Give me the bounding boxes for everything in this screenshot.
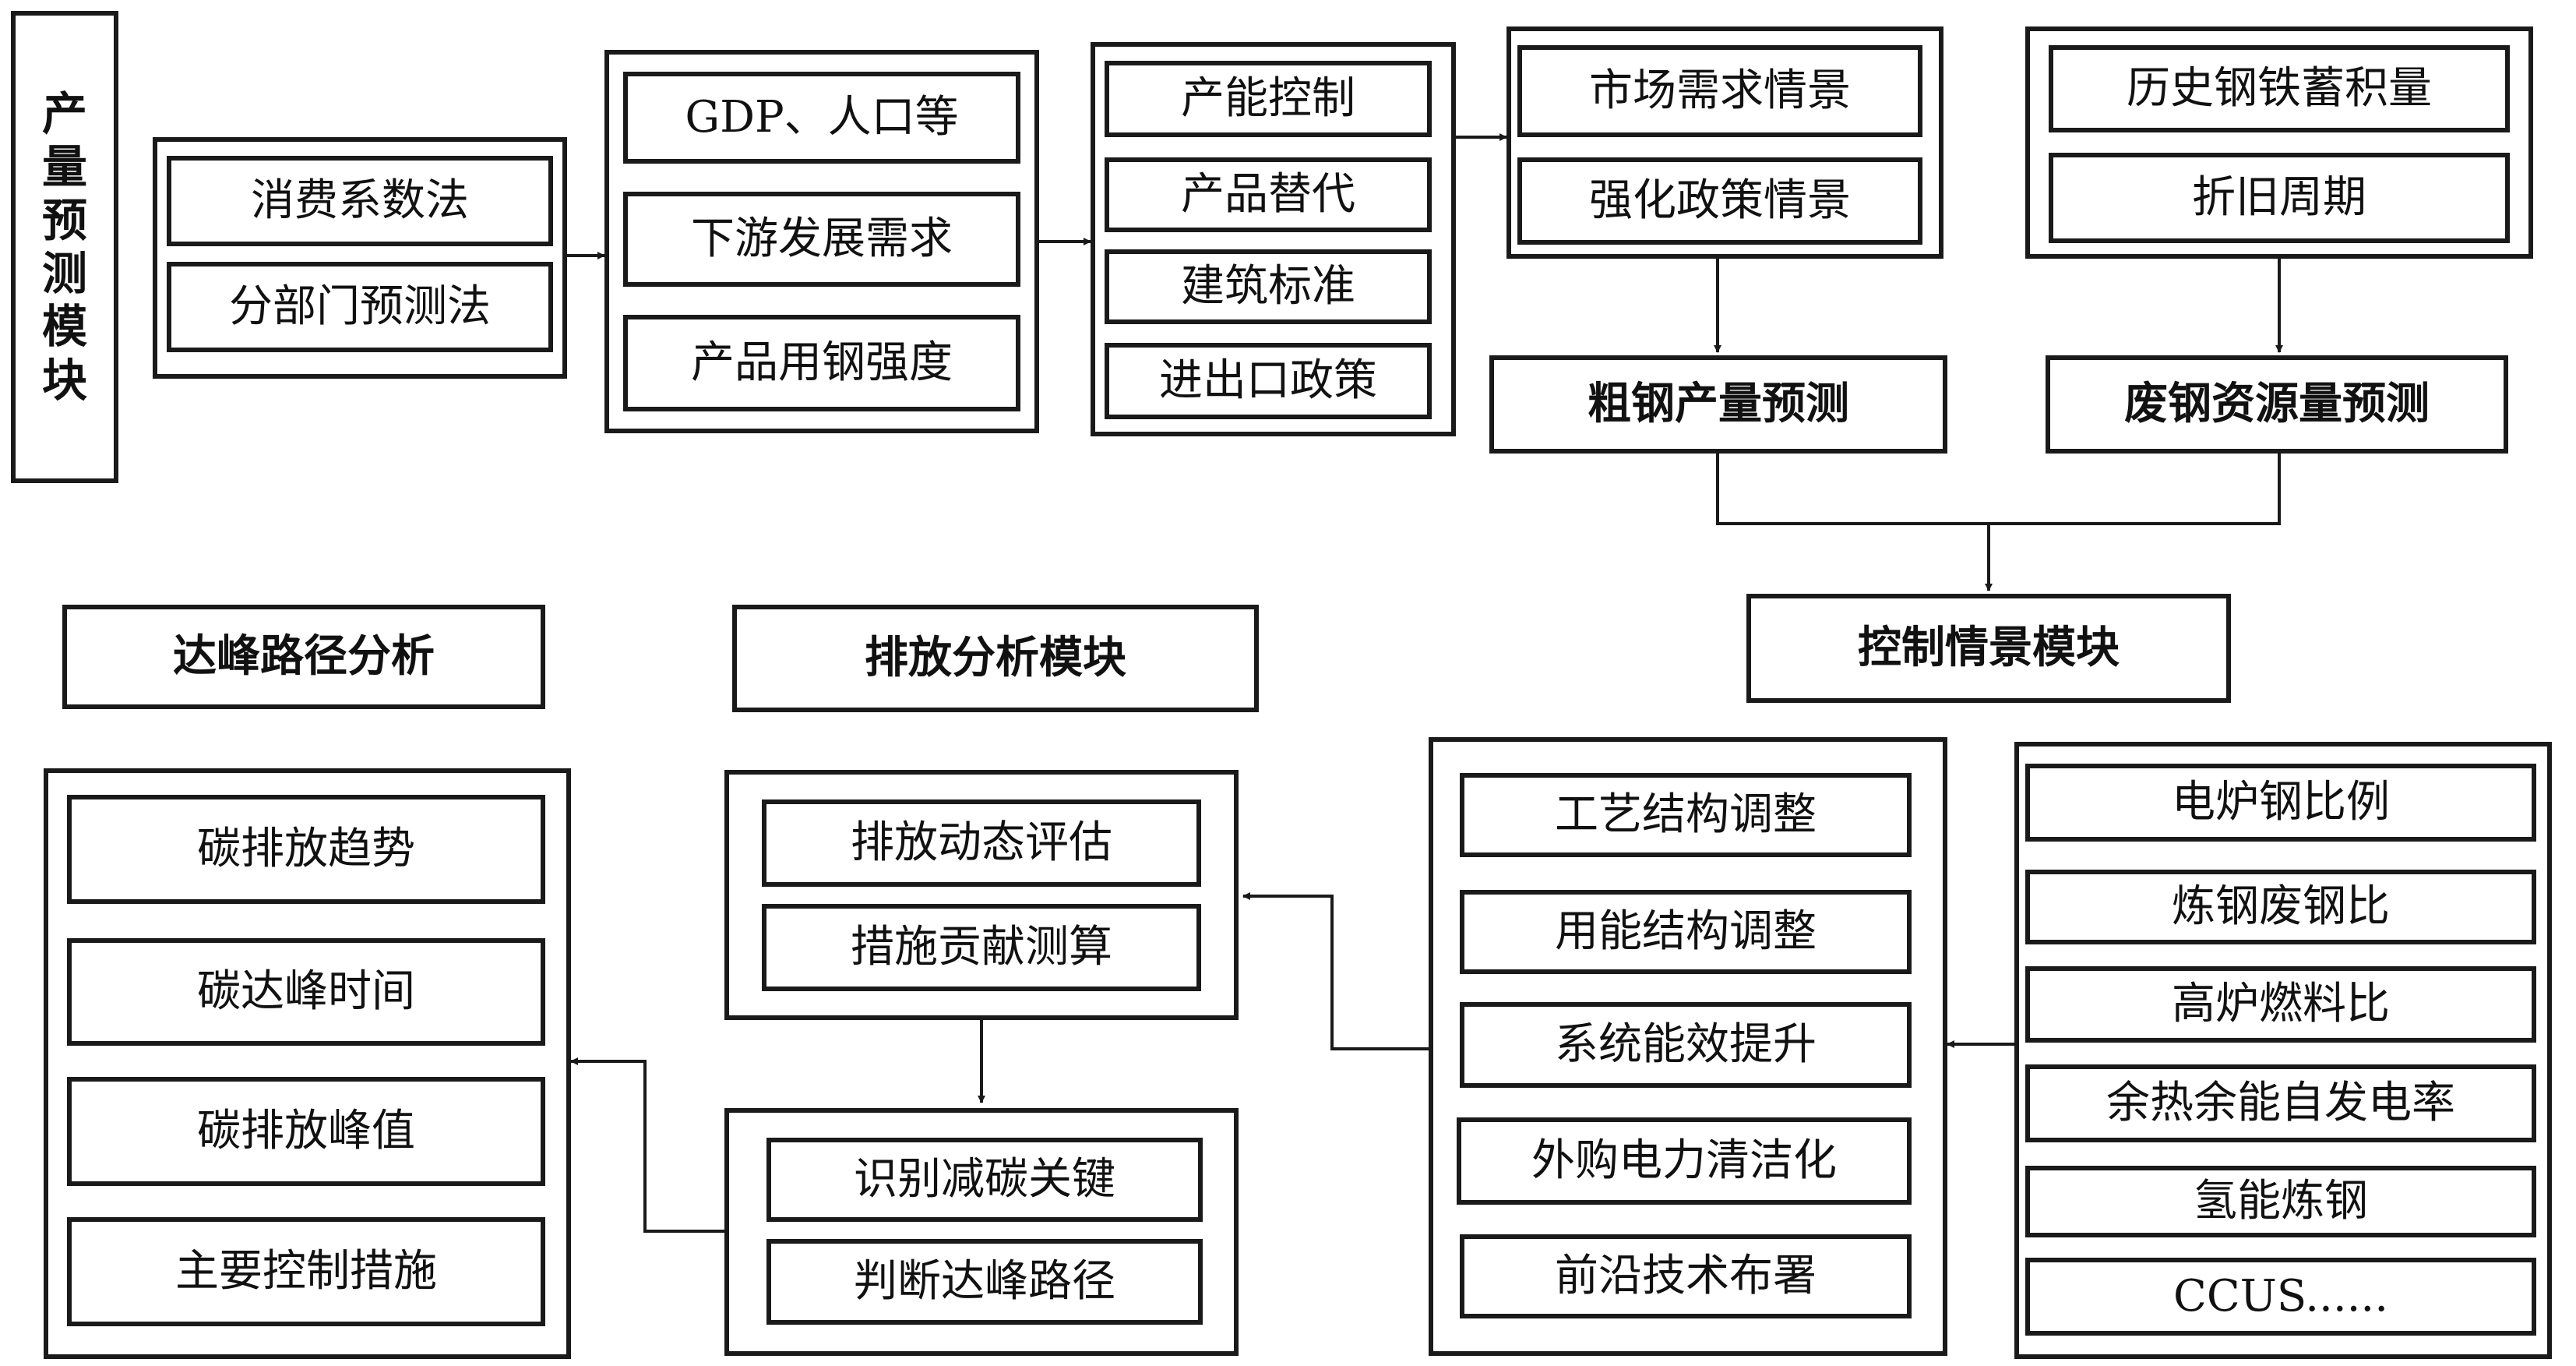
arrow-emission-to-peak [570, 1057, 724, 1233]
policies-group [1091, 42, 1456, 436]
crude-steel-forecast: 粗钢产量预测 [1489, 355, 1947, 454]
param-hydrogen-steelmaking: 氢能炼钢 [2025, 1166, 2536, 1237]
production-module-title: 产 量 预 测 模 块 [11, 11, 118, 483]
scrap-inputs-group [2025, 26, 2533, 259]
scenario-strengthened-policy: 强化政策情景 [1517, 157, 1922, 245]
driver-gdp-population: GDP、人口等 [623, 72, 1020, 164]
scenario-market-demand: 市场需求情景 [1517, 45, 1922, 137]
control-measures-group [1429, 737, 1947, 1356]
carbon-peak-time: 碳达峰时间 [67, 938, 545, 1046]
driver-downstream-demand: 下游发展需求 [623, 192, 1020, 287]
main-control-measures: 主要控制措施 [67, 1217, 545, 1326]
policy-building-standards: 建筑标准 [1105, 249, 1432, 324]
peak-analysis-group [44, 768, 571, 1359]
policy-product-substitution: 产品替代 [1105, 157, 1432, 232]
measure-frontier-technology: 前沿技术布署 [1460, 1234, 1912, 1318]
param-blast-furnace-fuel-ratio: 高炉燃料比 [2025, 966, 2536, 1043]
emission-dynamic-assessment: 排放动态评估 [762, 799, 1201, 887]
carbon-emission-trend: 碳排放趋势 [67, 795, 545, 904]
depreciation-cycle: 折旧周期 [2049, 153, 2510, 243]
control-parameters-group [2014, 742, 2552, 1359]
emission-module-title: 排放分析模块 [732, 605, 1259, 712]
emission-identification-group [724, 1108, 1239, 1356]
method-sector-forecast: 分部门预测法 [167, 262, 553, 352]
connector-forecasts-to-control [1716, 454, 2281, 525]
param-waste-heat-power-rate: 余热余能自发电率 [2025, 1064, 2536, 1142]
arrow-measures-to-emission [1242, 892, 1429, 1050]
historical-steel-stock: 历史钢铁蓄积量 [2049, 45, 2510, 132]
policy-import-export: 进出口政策 [1105, 343, 1432, 419]
drivers-group [604, 50, 1039, 433]
scrap-resource-forecast: 废钢资源量预测 [2046, 355, 2508, 454]
param-scrap-ratio: 炼钢废钢比 [2025, 870, 2536, 944]
param-ccus: CCUS...... [2025, 1258, 2536, 1336]
emission-assessment-group [724, 770, 1239, 1020]
determine-peak-path: 判断达峰路径 [766, 1239, 1203, 1325]
measure-contribution-calculation: 措施贡献测算 [762, 904, 1201, 991]
peak-analysis-title: 达峰路径分析 [62, 605, 545, 709]
measure-energy-structure: 用能结构调整 [1460, 890, 1912, 974]
method-consumption-coefficient: 消费系数法 [167, 156, 553, 246]
driver-steel-intensity: 产品用钢强度 [623, 315, 1020, 411]
measure-energy-efficiency: 系统能效提升 [1460, 1002, 1912, 1088]
carbon-emission-peak: 碳排放峰值 [67, 1077, 545, 1186]
param-eaf-steel-ratio: 电炉钢比例 [2025, 764, 2536, 842]
measure-clean-electricity: 外购电力清洁化 [1457, 1117, 1912, 1205]
measure-process-structure: 工艺结构调整 [1460, 773, 1912, 857]
identify-key-reductions: 识别减碳关键 [766, 1138, 1203, 1222]
control-module-title: 控制情景模块 [1746, 594, 2231, 703]
methods-group [153, 137, 567, 379]
scenarios-group [1506, 26, 1943, 259]
policy-capacity-control: 产能控制 [1105, 61, 1432, 137]
